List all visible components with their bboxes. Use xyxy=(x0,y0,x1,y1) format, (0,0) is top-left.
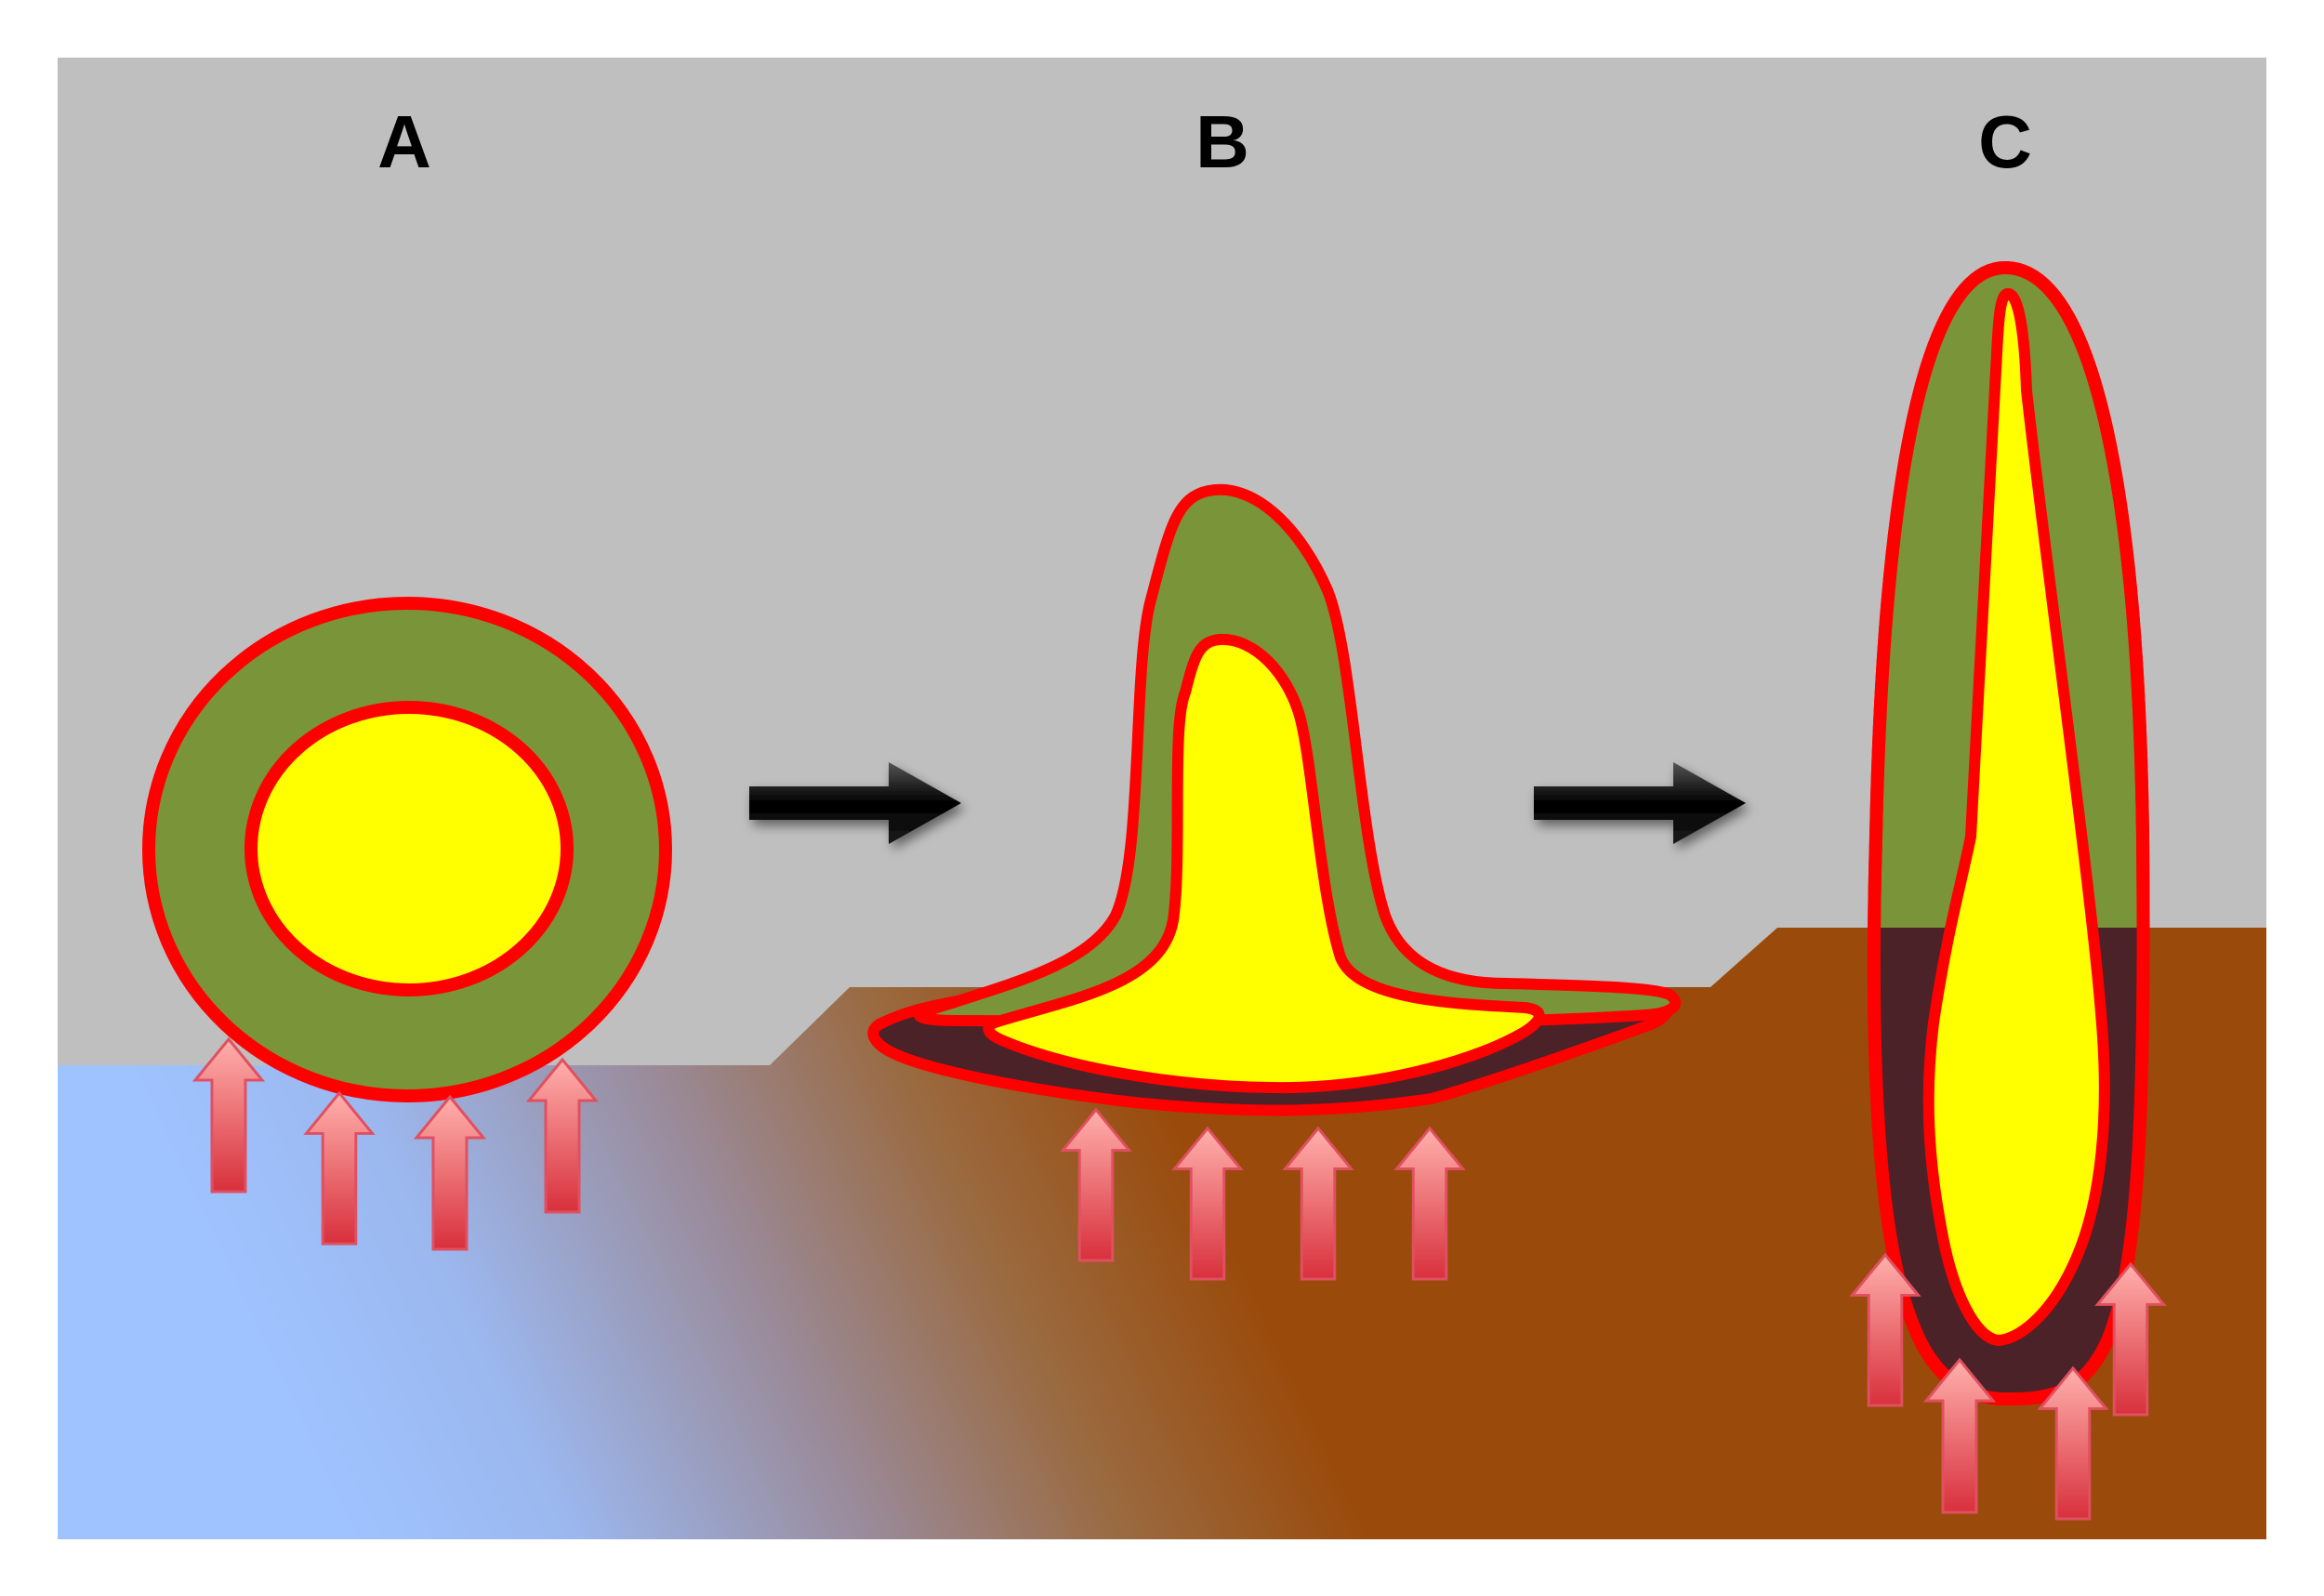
stage-c-inner-core xyxy=(1922,287,2110,1347)
stage-b-plume xyxy=(867,483,1682,1116)
label-c: C xyxy=(1978,100,2032,183)
ground-surface xyxy=(58,928,2266,1539)
label-b: B xyxy=(1195,100,1249,183)
stage-c-column xyxy=(1867,260,2150,1406)
stage-a-inner-core xyxy=(244,701,574,996)
stage-a-sphere xyxy=(142,597,672,1102)
stage-c-outline xyxy=(1867,260,2150,1406)
stage-b-inner-core xyxy=(983,633,1545,1094)
label-a: A xyxy=(377,100,431,183)
